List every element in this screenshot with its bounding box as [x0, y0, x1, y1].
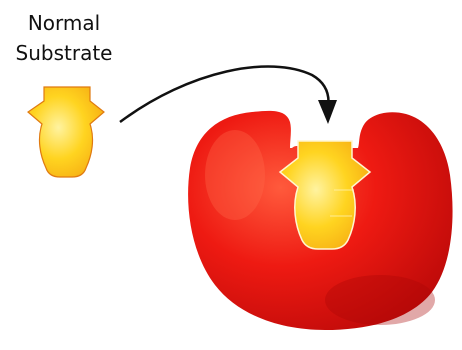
- enzyme-shadow: [325, 275, 435, 325]
- binding-arrow-line: [120, 66, 328, 122]
- free-substrate-shape: [28, 87, 104, 177]
- binding-arrow-head: [318, 100, 337, 124]
- normal-substrate-label: Normal Substrate: [0, 8, 128, 68]
- label-line-1: Normal: [0, 8, 128, 38]
- enzyme-highlight: [205, 130, 265, 220]
- label-line-2: Substrate: [0, 38, 128, 68]
